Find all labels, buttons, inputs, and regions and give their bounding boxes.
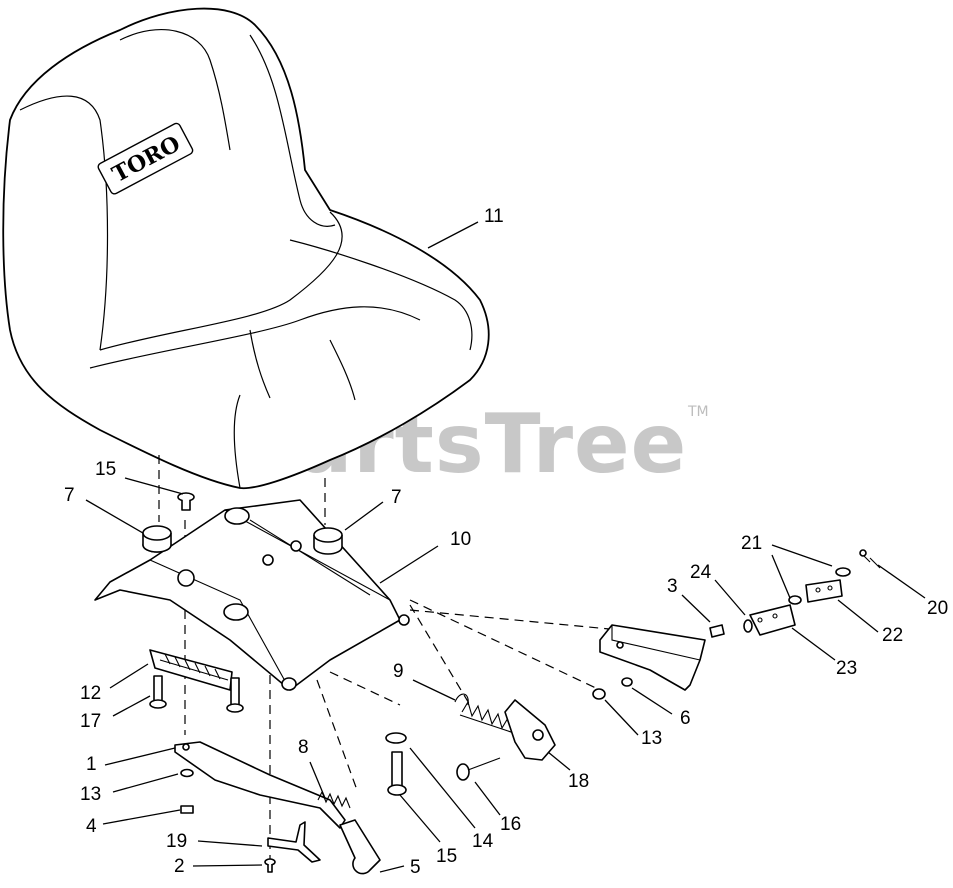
shoulder-bolt-left[interactable] <box>149 675 167 709</box>
carriage-bolt-top[interactable] <box>177 492 195 511</box>
switch-plate[interactable] <box>805 579 843 603</box>
screw-bottom[interactable] <box>264 858 276 873</box>
callout-24: 24 <box>690 562 712 583</box>
flat-washer-right[interactable] <box>592 688 606 700</box>
washer-6[interactable] <box>621 677 633 687</box>
seat-adjust-lever[interactable] <box>174 741 381 875</box>
watermark-trademark: TM <box>687 404 709 420</box>
callout-5: 5 <box>410 857 421 878</box>
shoulder-screw[interactable] <box>456 757 501 781</box>
callout-11: 11 <box>484 206 504 227</box>
callout-16: 16 <box>500 814 521 835</box>
callout-1: 1 <box>86 754 97 775</box>
callout-17: 17 <box>80 711 101 732</box>
rubber-bumper-left[interactable] <box>142 525 172 553</box>
callout-15-top: 15 <box>95 459 116 480</box>
callout-4: 4 <box>86 816 97 837</box>
callout-2: 2 <box>174 856 185 877</box>
spacer[interactable] <box>743 619 753 633</box>
insulator-plate-right[interactable] <box>835 567 851 577</box>
callout-12: 12 <box>80 683 101 704</box>
callout-19: 19 <box>166 831 187 852</box>
lever-bracket[interactable] <box>267 821 321 863</box>
callout-13-left: 13 <box>80 784 101 805</box>
callout-8: 8 <box>298 737 309 758</box>
callout-labels: 11 10 15 7 7 12 17 1 13 4 19 2 8 5 15 14… <box>64 206 948 878</box>
flat-washer-14[interactable] <box>385 732 407 744</box>
flat-washer-left[interactable] <box>180 768 194 778</box>
callout-13-right: 13 <box>641 728 662 749</box>
carriage-bolt-bottom[interactable] <box>387 751 407 796</box>
callout-3: 3 <box>667 576 678 597</box>
callout-14: 14 <box>472 831 494 852</box>
callout-15-bottom: 15 <box>436 846 457 867</box>
callout-20: 20 <box>927 598 948 619</box>
callout-23: 23 <box>836 658 857 679</box>
rubber-bumper-right[interactable] <box>313 527 343 555</box>
callout-9: 9 <box>393 661 404 682</box>
callout-7-left: 7 <box>64 485 75 506</box>
callout-21: 21 <box>741 533 762 554</box>
leader-lines <box>85 221 926 873</box>
seat-switch[interactable] <box>749 604 796 636</box>
switch-screws[interactable] <box>859 549 881 569</box>
lock-nut[interactable] <box>180 805 194 814</box>
callout-18: 18 <box>568 771 589 792</box>
callout-10: 10 <box>450 529 471 550</box>
callout-22: 22 <box>882 625 903 646</box>
seat[interactable]: TORO <box>2 7 490 490</box>
insulator-plate-left[interactable] <box>788 595 802 605</box>
seat-latch[interactable] <box>504 699 556 761</box>
seat-adjuster-rail[interactable] <box>149 649 233 691</box>
hex-nut[interactable] <box>709 624 725 638</box>
callout-6: 6 <box>680 708 691 729</box>
seat-plate[interactable] <box>94 499 410 691</box>
callout-7-right: 7 <box>391 487 402 508</box>
shoulder-bolt-right[interactable] <box>226 677 244 713</box>
seat-switch-bracket[interactable] <box>599 624 706 691</box>
